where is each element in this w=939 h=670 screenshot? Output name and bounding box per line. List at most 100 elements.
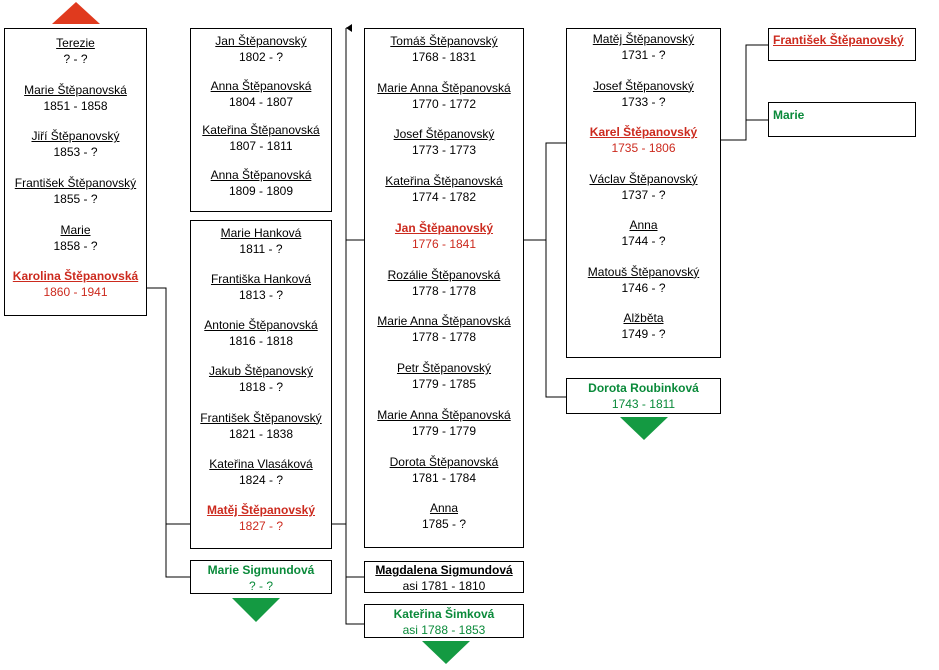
nav-down-arrow-col2[interactable]	[232, 598, 280, 622]
person-dates: 1781 - 1784	[411, 470, 477, 485]
person-dates: ? - ?	[63, 52, 88, 66]
person-name: Anna	[429, 501, 458, 516]
person-dates: 1768 - 1831	[411, 50, 477, 64]
person-name: Anna Štěpanovská	[210, 167, 312, 182]
spouse-col3-second[interactable]: Kateřina Šimková asi 1788 - 1853	[364, 604, 524, 638]
person-dates: 1860 - 1941	[43, 285, 108, 300]
person-name: Alžběta	[623, 311, 664, 326]
spouse-dates: asi 1781 - 1810	[402, 579, 486, 593]
person-dates: 1770 - 1772	[411, 96, 477, 111]
person-name: František Štěpanovský	[14, 176, 137, 191]
person-dates: 1744 - ?	[621, 234, 666, 249]
person-name: Václav Štěpanovský	[589, 171, 698, 186]
person-entry[interactable]: Terezie ? - ?	[56, 35, 95, 82]
person-name: Matouš Štěpanovský	[587, 264, 700, 279]
father-box[interactable]: František Štěpanovský	[768, 28, 916, 61]
person-dates: 1809 - 1809	[228, 183, 294, 198]
person-dates: 1821 - 1838	[228, 426, 294, 441]
person-dates: 1853 - ?	[53, 145, 98, 160]
person-dates: 1778 - 1778	[411, 283, 477, 298]
person-dates: 1779 - 1779	[411, 423, 477, 438]
spouse-col2[interactable]: Marie Sigmundová ? - ?	[190, 560, 332, 594]
person-name: Františka Hanková	[210, 272, 312, 287]
person-name: Marie Anna Štěpanovská	[377, 407, 511, 422]
mother-name: Marie	[773, 108, 805, 122]
person-dates: 1773 - 1773	[411, 143, 477, 158]
person-name: Jan Štěpanovský	[394, 220, 494, 235]
person-name: Petr Štěpanovský	[396, 361, 492, 376]
spouse-col4[interactable]: Dorota Roubinková 1743 - 1811	[566, 378, 721, 414]
person-dates: 1807 - 1811	[229, 139, 293, 153]
person-name: Marie Anna Štěpanovská	[377, 314, 511, 329]
person-dates: 1737 - ?	[621, 187, 666, 202]
person-name: Josef Štěpanovský	[393, 127, 495, 142]
person-name: Rozálie Štěpanovská	[387, 267, 501, 282]
person-entry[interactable]: Tomáš Štěpanovský 1768 - 1831	[390, 33, 497, 80]
person-dates: 1851 - 1858	[43, 98, 108, 113]
father-name: František Štěpanovský	[773, 33, 904, 47]
spouse-col3-first[interactable]: Magdalena Sigmundová asi 1781 - 1810	[364, 561, 524, 593]
person-name: Marie Hanková	[220, 226, 302, 240]
person-dates: 1816 - 1818	[228, 334, 294, 349]
person-name: Anna Štěpanovská	[210, 78, 312, 93]
person-dates: 1858 - ?	[53, 238, 98, 253]
person-dates: 1735 - 1806	[611, 141, 676, 156]
spouse-dates: 1743 - 1811	[611, 397, 676, 411]
person-name: Terezie	[56, 36, 95, 50]
mother-box[interactable]: Marie	[768, 102, 916, 137]
nav-down-arrow-col4[interactable]	[620, 417, 668, 440]
person-dates: 1827 - ?	[238, 518, 284, 533]
spouse-name: Kateřina Šimková	[393, 607, 495, 621]
person-name: Dorota Štěpanovská	[389, 454, 499, 469]
person-name: Josef Štěpanovský	[593, 78, 694, 93]
person-dates: 1746 - ?	[621, 280, 666, 295]
person-name: Tomáš Štěpanovský	[390, 34, 498, 48]
person-name: Jan Štěpanovský	[215, 34, 307, 48]
person-name: Kateřina Vlasáková	[209, 456, 313, 471]
nav-down-arrow-col3[interactable]	[422, 641, 470, 664]
person-dates: 1774 - 1782	[411, 190, 477, 205]
person-dates: 1824 - ?	[238, 472, 284, 487]
person-dates: 1749 - ?	[621, 327, 666, 342]
person-dates: 1855 - ?	[53, 192, 98, 207]
person-dates: 1804 - 1807	[228, 94, 294, 109]
nav-up-arrow[interactable]	[52, 2, 100, 24]
person-dates: 1779 - 1785	[411, 377, 477, 392]
person-name: Matěj Štěpanovský	[592, 32, 695, 46]
